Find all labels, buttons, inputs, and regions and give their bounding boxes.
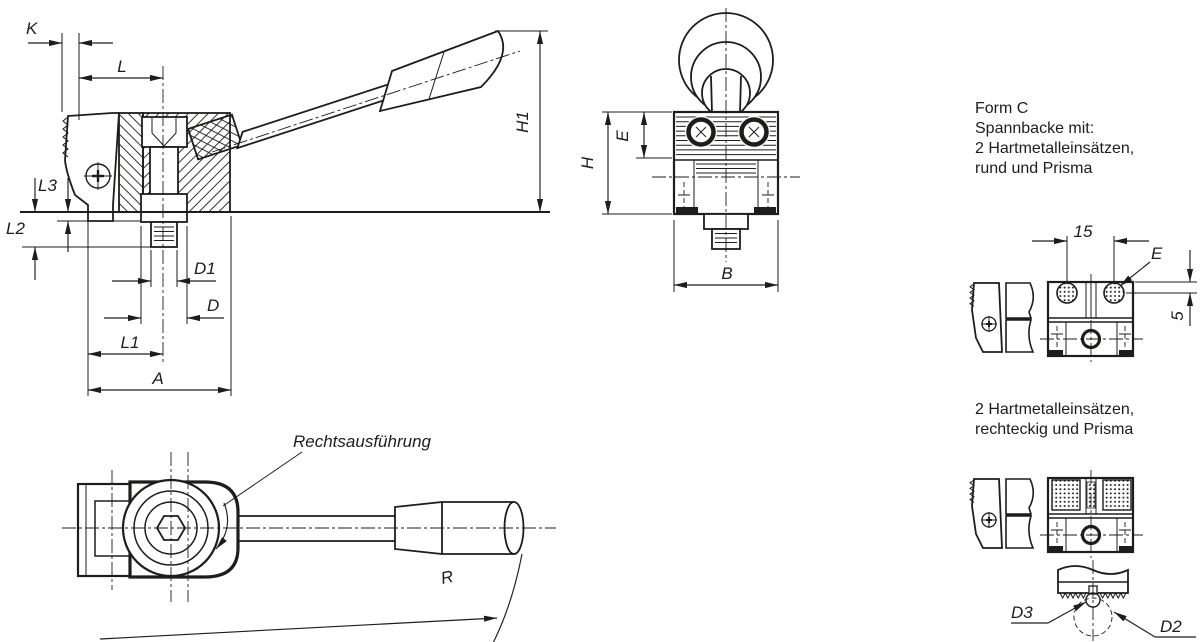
dim-L: L [79, 57, 163, 82]
serration-bottom-right [1099, 591, 1127, 600]
serration-bottom-left [1059, 591, 1087, 600]
dim-5: 5 [1126, 250, 1197, 326]
hex-socket [151, 118, 177, 147]
dim-label-H1: H1 [513, 111, 532, 133]
thread-lines [154, 226, 174, 241]
dim-label-L2: L2 [6, 219, 25, 238]
note-line-4: rund und Prisma [975, 160, 1092, 177]
jaw-serration [62, 116, 69, 158]
lever-centerline [211, 50, 521, 153]
dim-L1: L1 [87, 216, 163, 396]
dim-label-D2: D2 [1160, 617, 1182, 636]
dim-E: E [613, 112, 672, 159]
note-line-1: Form C [975, 100, 1028, 117]
screw-collar [140, 193, 188, 223]
note-form-c: Form C Spannbacke mit: 2 Hartmetalleinsä… [975, 100, 1134, 177]
lever-rod [236, 80, 398, 150]
lever-boss [187, 113, 243, 161]
detail-rect-inserts: D3 D2 [969, 470, 1196, 641]
dim-label-K: K [26, 19, 38, 38]
dim-D1: D1 [112, 250, 216, 287]
note-leader [222, 451, 303, 507]
center-block-edges [693, 160, 759, 214]
dim-H1: H1 [495, 30, 548, 212]
dim-D3: D3 [1011, 601, 1087, 624]
dim-15: 15 [1032, 222, 1149, 284]
dim-L2: L2 [6, 178, 39, 280]
workpiece-circle [1073, 597, 1113, 637]
jaw-side-view [969, 478, 1035, 549]
dim-label-E: E [1151, 244, 1163, 263]
threaded-stud [150, 221, 178, 248]
note-line-2: rechteckig und Prisma [975, 421, 1133, 438]
front-view: H E B [578, 8, 800, 292]
dim-D2: D2 [1113, 611, 1196, 638]
dim-label-L: L [117, 57, 126, 76]
rect-insert-left [1051, 479, 1081, 511]
prism-insert-left [1049, 350, 1063, 356]
dim-K: K [26, 19, 113, 120]
dim-label-E: E [613, 130, 632, 142]
note-line-2: Spannbacke mit: [975, 120, 1094, 137]
dim-label-D1: D1 [194, 259, 216, 278]
lever-knob [378, 29, 505, 113]
dim-H: H [578, 111, 672, 215]
dim-D: D [104, 226, 224, 324]
rotation-arrow [215, 502, 229, 550]
dim-label-R: R [439, 567, 455, 588]
grip-body [442, 501, 514, 555]
clamp-body-left-section [118, 112, 144, 213]
screw-shank [149, 146, 179, 197]
note-line-1: 2 Hartmetalleinsätzen, [975, 401, 1134, 418]
dim-label-A: A [151, 369, 163, 388]
round-insert-right [1103, 282, 1125, 304]
knob-seam [428, 51, 445, 100]
bracket-slot [94, 500, 134, 557]
prism-insert-left [676, 207, 698, 214]
dim-E-leader: E [1119, 244, 1163, 287]
prism-insert-left [1049, 546, 1063, 552]
dim-label-L1: L1 [121, 333, 140, 352]
screw-head [141, 116, 188, 148]
dim-A: A [88, 216, 232, 396]
prism-insert-right [1119, 546, 1132, 552]
dim-L3: L3 [38, 176, 72, 252]
detail-round-inserts: 15 E 5 [969, 222, 1197, 362]
note-line-3: 2 Hartmetalleinsätzen, [975, 140, 1134, 157]
rect-insert-right [1102, 479, 1132, 511]
dim-label-H: H [578, 156, 597, 169]
dim-label-15: 15 [1074, 222, 1093, 241]
lever-stem [710, 75, 742, 114]
dim-label-5: 5 [1168, 311, 1187, 321]
prism-insert-right [1119, 350, 1132, 356]
jaw-side-view [969, 282, 1035, 353]
dim-label-L3: L3 [38, 176, 57, 195]
dim-label-B: B [721, 264, 732, 283]
dim-R: R [99, 553, 523, 642]
note-rect-inserts: 2 Hartmetalleinsätzen, rechteckig und Pr… [975, 401, 1134, 438]
dim-label-D: D [207, 296, 219, 315]
prism-insert-right [754, 207, 776, 214]
note-rechtsausfuehrung: Rechtsausführung [293, 432, 432, 451]
dim-label-D3: D3 [1011, 603, 1033, 622]
round-insert-left [1056, 282, 1078, 304]
dim-B: B [673, 220, 779, 292]
side-section-view: K L H1 L3 L2 D1 [6, 19, 550, 396]
top-view: Rechtsausführung R [62, 432, 556, 642]
lever-rod-top [238, 515, 395, 542]
